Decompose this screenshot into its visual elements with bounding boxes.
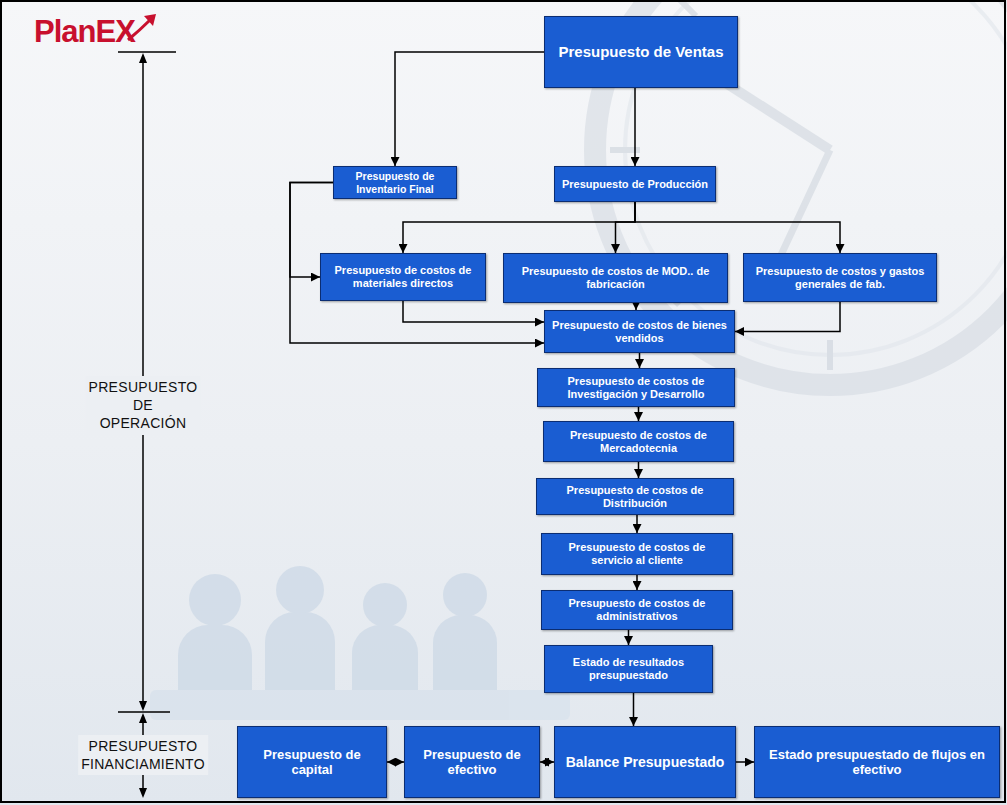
flow-arrow xyxy=(540,761,554,763)
box-text: Presupuesto de Ventas xyxy=(558,43,723,61)
people-silhouettes xyxy=(150,566,570,720)
flow-arrow xyxy=(636,575,638,590)
box-text: Estado presupuestado de flujos en efecti… xyxy=(760,747,994,778)
process-box: Presupuesto de costos de materiales dire… xyxy=(320,253,486,301)
flow-arrow xyxy=(735,302,840,332)
box-text: Presupuesto de costos de bienes vendidos xyxy=(550,319,729,345)
box-text: Presupuesto de costos de materiales dire… xyxy=(326,264,480,290)
process-box: Presupuesto de Ventas xyxy=(544,16,738,88)
box-text: Presupuesto de costos y gastos generales… xyxy=(749,265,931,291)
process-box: Presupuesto de costos de administrativos xyxy=(541,590,733,630)
flow-arrow xyxy=(395,52,544,166)
section-label: PRESUPUESTO FINANCIAMIENTO xyxy=(78,735,208,775)
flow-arrow xyxy=(635,303,637,310)
flow-arrow xyxy=(616,202,636,253)
process-box: Presupuesto de costos y gastos generales… xyxy=(743,253,937,302)
box-text: Estado de resultados presupuestado xyxy=(550,656,707,682)
process-box: Presupuesto de efectivo xyxy=(404,726,540,798)
box-text: Presupuesto de costos de Distribución xyxy=(542,484,728,510)
process-box: Presupuesto de costos de Investigación y… xyxy=(537,368,735,407)
process-box: Presupuesto de Producción xyxy=(554,166,716,202)
flow-arrow xyxy=(635,202,840,253)
process-box: Presupuesto de costos de MOD.. de fabric… xyxy=(503,253,728,303)
section-label: PRESUPUESTO DE OPERACIÓN xyxy=(86,376,201,435)
box-text: Presupuesto de costos de administrativos xyxy=(547,597,727,623)
flow-arrow xyxy=(736,761,754,763)
logo-text: PlanEX xyxy=(34,14,135,50)
flow-arrow xyxy=(638,407,640,421)
process-box: Presupuesto de capital xyxy=(237,726,387,798)
flow-arrow xyxy=(633,693,635,726)
process-box: Presupuesto de Inventario Final xyxy=(333,166,457,199)
box-text: Presupuesto de costos de Mercadotecnia xyxy=(549,429,728,455)
box-text: Presupuesto de costos de MOD.. de fabric… xyxy=(509,265,722,291)
process-box: Balance Presupuestado xyxy=(554,726,736,798)
box-text: Presupuesto de Producción xyxy=(562,178,708,191)
flow-arrow xyxy=(403,301,544,322)
flow-arrow xyxy=(638,462,640,478)
process-box: Estado presupuestado de flujos en efecti… xyxy=(754,726,1000,798)
box-text: Presupuesto de capital xyxy=(243,747,381,778)
process-box: Presupuesto de costos de Distribución xyxy=(536,478,734,515)
process-box: Presupuesto de costos de servicio al cli… xyxy=(541,533,733,575)
process-box: Estado de resultados presupuestado xyxy=(544,645,713,693)
box-text: Presupuesto de efectivo xyxy=(410,747,534,778)
flow-arrow xyxy=(636,515,638,533)
box-text: Presupuesto de costos de Investigación y… xyxy=(543,375,729,401)
box-text: Presupuesto de Inventario Final xyxy=(339,170,451,195)
logo-arrowhead xyxy=(144,14,156,26)
flow-arrow xyxy=(639,353,641,368)
process-box: Presupuesto de costos de bienes vendidos xyxy=(544,310,735,353)
process-box: Presupuesto de costos de Mercadotecnia xyxy=(543,421,734,462)
flow-arrow xyxy=(634,88,636,166)
box-text: Presupuesto de costos de servicio al cli… xyxy=(547,541,727,567)
box-text: Balance Presupuestado xyxy=(566,754,725,771)
flow-arrow xyxy=(628,630,630,645)
flow-arrow xyxy=(387,761,404,763)
flow-arrow xyxy=(403,202,635,253)
